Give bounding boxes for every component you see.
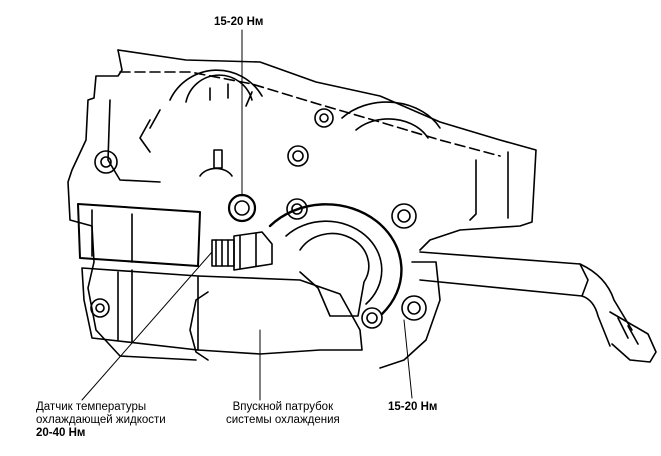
camshaft-housing bbox=[139, 69, 441, 177]
inlet-label-line1: Впускной патрубок bbox=[232, 401, 334, 413]
torque-label-top: 15-20 Нм bbox=[214, 16, 264, 28]
inlet-label: Впускной патрубок системы охлаждения bbox=[226, 401, 340, 427]
torque-label-right: 15-20 Нм bbox=[388, 401, 438, 413]
cylinder-head-outline bbox=[67, 49, 537, 369]
sensor-label-line1: Датчик температуры bbox=[36, 401, 147, 413]
coolant-inlet-housing bbox=[77, 203, 403, 361]
inlet-label-line2: системы охлаждения bbox=[226, 414, 340, 426]
leader-lines bbox=[81, 29, 413, 401]
sensor-torque-label: 20-40 Нм bbox=[36, 427, 86, 439]
sensor-label: Датчик температуры охлаждающей жидкости … bbox=[36, 401, 166, 440]
sensor-label-line2: охлаждающей жидкости bbox=[36, 414, 166, 426]
mounting-bolts bbox=[90, 108, 427, 329]
coolant-pipe bbox=[419, 251, 657, 363]
temperature-sensor bbox=[211, 231, 273, 271]
